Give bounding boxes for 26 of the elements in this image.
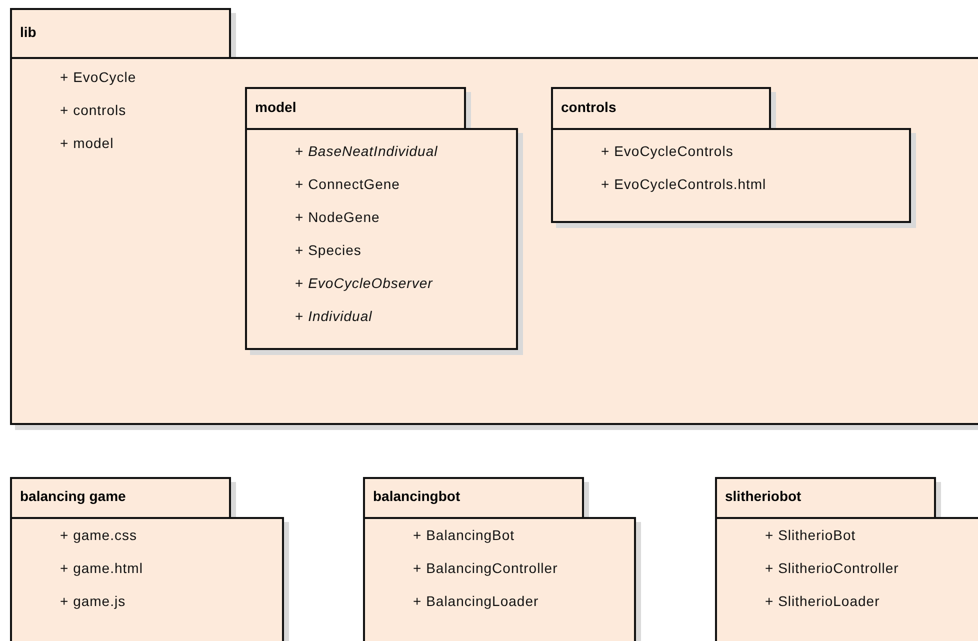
package-member: + SlitherioLoader (765, 593, 880, 609)
package-member: + SlitherioController (765, 560, 899, 576)
package-member: + SlitherioBot (765, 527, 856, 543)
package-member: + EvoCycleObserver (295, 275, 433, 291)
package-member: + BalancingController (413, 560, 558, 576)
package-name: slitheriobot (725, 488, 802, 504)
package-member: + model (60, 135, 114, 151)
package-member: + BalancingBot (413, 527, 515, 543)
package-member: + ConnectGene (295, 176, 400, 192)
package-member: + EvoCycleControls (601, 143, 734, 159)
package-name: balancing game (20, 488, 126, 504)
package-member: + game.html (60, 560, 143, 576)
package-member: + BaseNeatIndividual (295, 143, 438, 159)
package-name: controls (561, 99, 616, 115)
package-member: + BalancingLoader (413, 593, 539, 609)
package-member: + controls (60, 102, 126, 118)
package-member: + game.css (60, 527, 137, 543)
package-member: + EvoCycleControls.html (601, 176, 766, 192)
package-member: + NodeGene (295, 209, 380, 225)
package-name: lib (20, 24, 36, 40)
package-member: + game.js (60, 593, 126, 609)
package-member: + EvoCycle (60, 69, 136, 85)
package-member: + Individual (295, 308, 372, 324)
package-name: balancingbot (373, 488, 460, 504)
package-member: + Species (295, 242, 362, 258)
package-name: model (255, 99, 296, 115)
